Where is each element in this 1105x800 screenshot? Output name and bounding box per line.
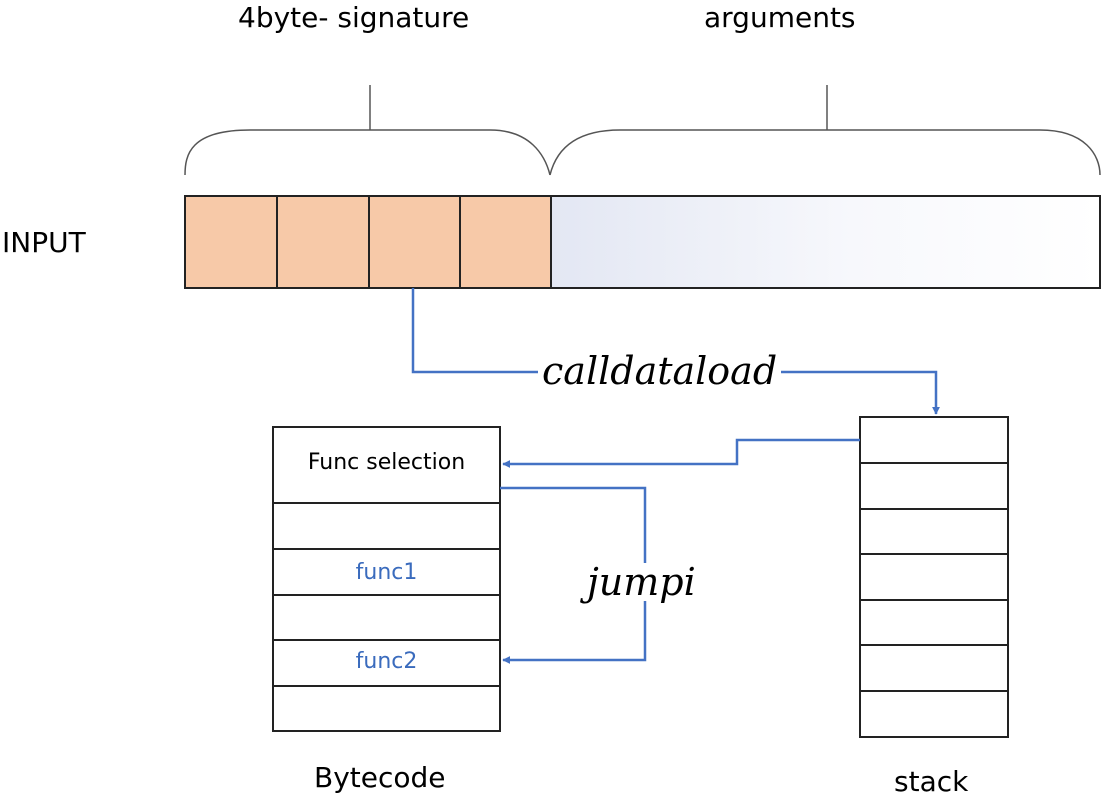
arguments-brace <box>549 85 1101 176</box>
stack-label: stack <box>894 765 969 798</box>
stack-slot <box>859 508 1009 555</box>
bytecode-row-func-selection <box>272 426 501 504</box>
arguments-segment <box>550 195 1101 289</box>
input-bar <box>184 195 1101 289</box>
arguments-label: arguments <box>704 1 856 34</box>
input-label: INPUT <box>2 226 86 259</box>
stack-to-selection-arrow <box>502 438 860 468</box>
bytecode-row <box>272 502 501 550</box>
bytecode-label: Bytecode <box>314 761 446 794</box>
bytecode-column <box>272 426 501 732</box>
stack-slot <box>859 644 1009 692</box>
signature-byte-3 <box>368 195 461 289</box>
signature-byte-1 <box>184 195 278 289</box>
stack-slot <box>859 553 1009 601</box>
stack-column <box>859 416 1009 738</box>
signature-byte-2 <box>276 195 370 289</box>
calldataload-label: calldataload <box>538 352 782 390</box>
jumpi-label: jumpi <box>583 563 700 601</box>
func-selection-label: Func selection <box>307 450 466 475</box>
bytecode-row <box>272 594 501 641</box>
func2-label: func2 <box>355 649 418 674</box>
signature-byte-4 <box>459 195 552 289</box>
stack-slot <box>859 599 1009 646</box>
func1-label: func1 <box>355 560 418 585</box>
stack-slot <box>859 690 1009 738</box>
signature-brace <box>184 85 551 176</box>
signature-label: 4byte- signature <box>238 1 470 34</box>
stack-slot <box>859 462 1009 510</box>
bytecode-row-func1 <box>272 548 501 596</box>
bytecode-row <box>272 685 501 732</box>
stack-slot <box>859 416 1009 464</box>
